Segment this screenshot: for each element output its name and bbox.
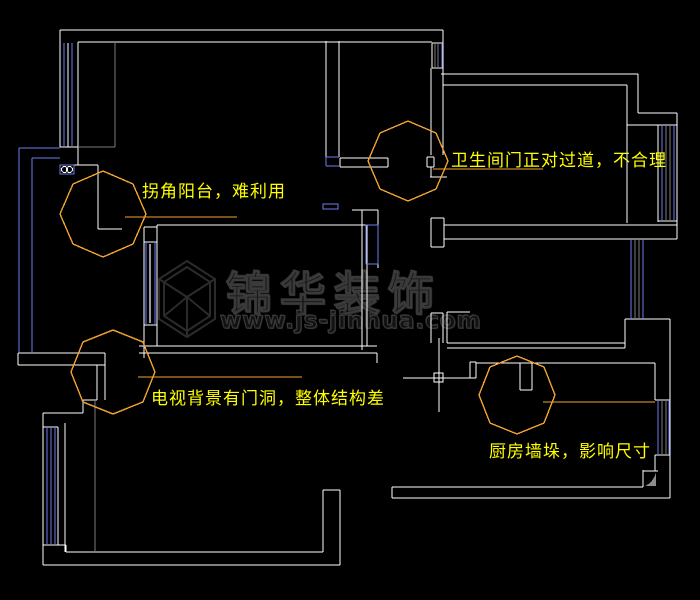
watermark-logo-icon	[158, 259, 216, 339]
wall-lines	[17, 29, 678, 566]
watermark-brand: 锦华装饰	[226, 267, 442, 322]
watermark-url: www.js-jinhua.com	[220, 308, 482, 335]
annotation-kitchen-pier: 厨房墙垛，影响尺寸	[489, 442, 651, 462]
revision-clouds	[59, 120, 655, 435]
annotation-tv-wall: 电视背景有门洞，整体结构差	[151, 389, 385, 409]
annotation-corner-balcony: 拐角阳台，难利用	[142, 182, 286, 202]
crosshair-cursor	[403, 338, 473, 412]
annotation-bathroom-door: 卫生间门正对过道，不合理	[451, 151, 667, 171]
